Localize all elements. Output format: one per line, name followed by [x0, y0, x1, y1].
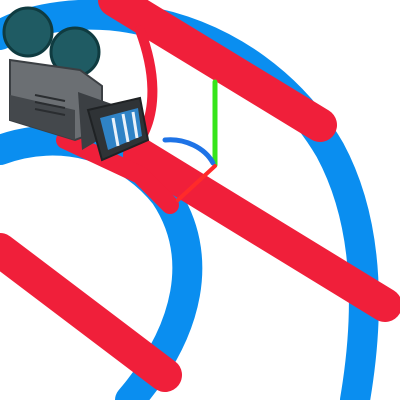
red-track-bottom	[0, 233, 182, 392]
camera-reel-back	[2, 6, 54, 58]
video-camera-icon[interactable]	[2, 6, 150, 162]
red-track-fragment	[56, 131, 179, 214]
camera-vents	[34, 94, 66, 116]
camera-lens	[100, 108, 142, 150]
gizmo-z-axis[interactable]	[162, 137, 216, 166]
transform-gizmo[interactable]	[162, 79, 218, 202]
camera-lens-stripes	[111, 111, 139, 147]
red-track-middle	[123, 138, 400, 322]
gizmo-x-axis[interactable]	[176, 164, 217, 202]
red-track-top	[98, 0, 337, 142]
